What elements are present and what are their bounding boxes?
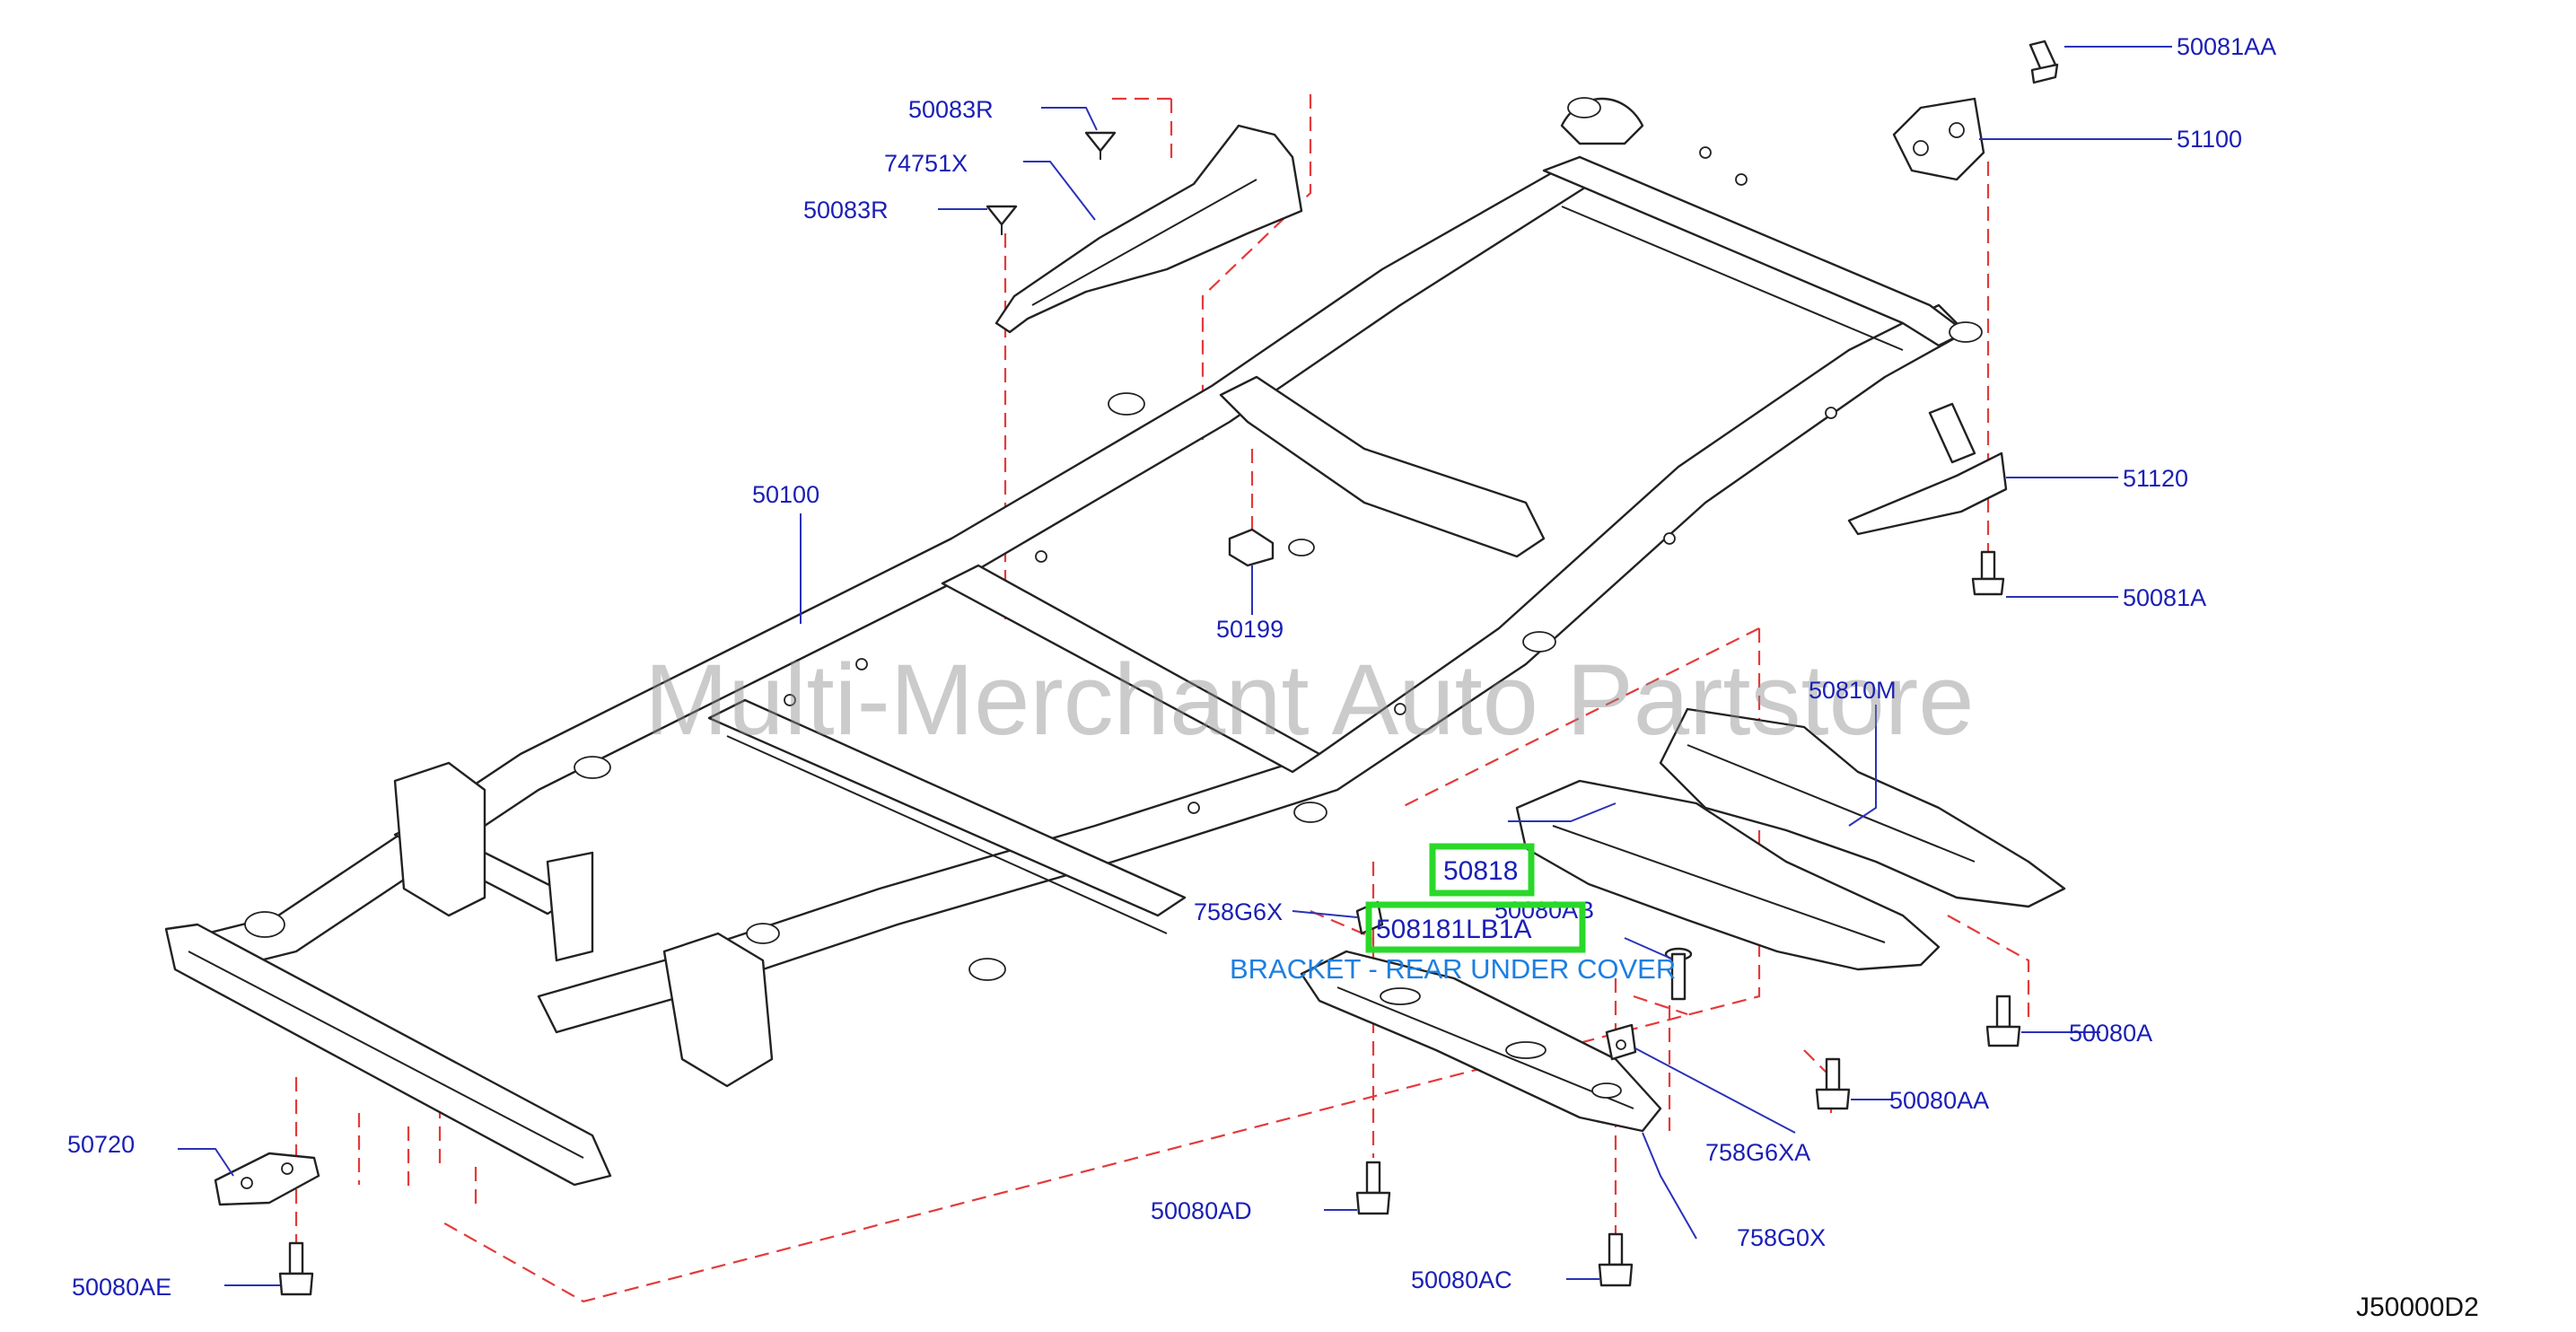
bar-758g0x	[1300, 950, 1662, 1133]
callout-50199[interactable]: 50199	[1216, 616, 1284, 643]
callout-50083r-top[interactable]: 50083R	[908, 96, 994, 123]
callout-50810m[interactable]: 50810M	[1809, 677, 1897, 704]
spacer-50199	[1228, 528, 1275, 567]
bracket-50720	[214, 1152, 320, 1206]
callout-50080a[interactable]: 50080A	[2069, 1020, 2152, 1047]
highlight-part-number[interactable]: 508181LB1A	[1376, 915, 1532, 944]
bracket-51100	[1892, 97, 1985, 181]
bracket-50818	[1515, 779, 1941, 971]
callout-758g6xa[interactable]: 758G6XA	[1705, 1139, 1810, 1166]
highlight-description: BRACKET - REAR UNDER COVER	[1230, 953, 1676, 985]
highlighted-part[interactable]: 50818 508181LB1A BRACKET - REAR UNDER CO…	[1230, 843, 1676, 985]
clip-50083r-upper	[1084, 131, 1117, 160]
bolt-50080aa	[1815, 1057, 1851, 1110]
highlight-box-50818	[1429, 843, 1535, 897]
callout-50818[interactable]: 50818	[1443, 856, 1518, 886]
reference-code: J50000D2	[2356, 1293, 2479, 1322]
callout-51120[interactable]: 51120	[2123, 465, 2188, 492]
callout-50080ad[interactable]: 50080AD	[1151, 1197, 1252, 1224]
bolt-50080ad	[1355, 1161, 1391, 1215]
callout-758g6x[interactable]: 758G6X	[1194, 898, 1283, 925]
bracket-51120	[1847, 402, 2008, 536]
leader-lines	[178, 46, 2172, 1286]
bolt-50080ae	[278, 1241, 314, 1296]
bolt-50080ac	[1598, 1232, 1634, 1287]
callout-758g0x[interactable]: 758G0X	[1737, 1224, 1826, 1251]
callout-50080ac[interactable]: 50080AC	[1411, 1266, 1512, 1293]
callout-50083r-bottom[interactable]: 50083R	[803, 197, 889, 223]
bolt-50080ab	[1664, 947, 1693, 1001]
bolt-50081aa	[2028, 39, 2059, 84]
callout-74751x[interactable]: 74751X	[884, 150, 968, 177]
clip-758g6xa	[1605, 1023, 1637, 1061]
bolt-50081a	[1971, 550, 2005, 596]
callout-50720[interactable]: 50720	[67, 1131, 135, 1158]
clip-50083r-lower	[986, 205, 1018, 235]
chassis-frame-50100	[164, 97, 1983, 1187]
callout-labels: 50081AA 51100 50083R 74751X 50083R 51120…	[67, 33, 2276, 1301]
bolt-50080a	[1985, 995, 2021, 1047]
callout-50080ae[interactable]: 50080AE	[72, 1274, 171, 1301]
callout-50080ab[interactable]: 50080AB	[1494, 897, 1594, 924]
under-cover-50810m	[1659, 707, 2066, 908]
callout-50081aa[interactable]: 50081AA	[2177, 33, 2276, 60]
watermark: Multi-Merchant Auto Partstore	[644, 644, 1974, 756]
highlight-box-508181lb1a	[1365, 901, 1586, 953]
callout-50081a[interactable]: 50081A	[2123, 584, 2206, 611]
callout-50100[interactable]: 50100	[752, 481, 819, 508]
heat-shield-74751x	[994, 124, 1303, 334]
callout-50080aa[interactable]: 50080AA	[1889, 1087, 1989, 1114]
callout-51100[interactable]: 51100	[2177, 126, 2242, 153]
